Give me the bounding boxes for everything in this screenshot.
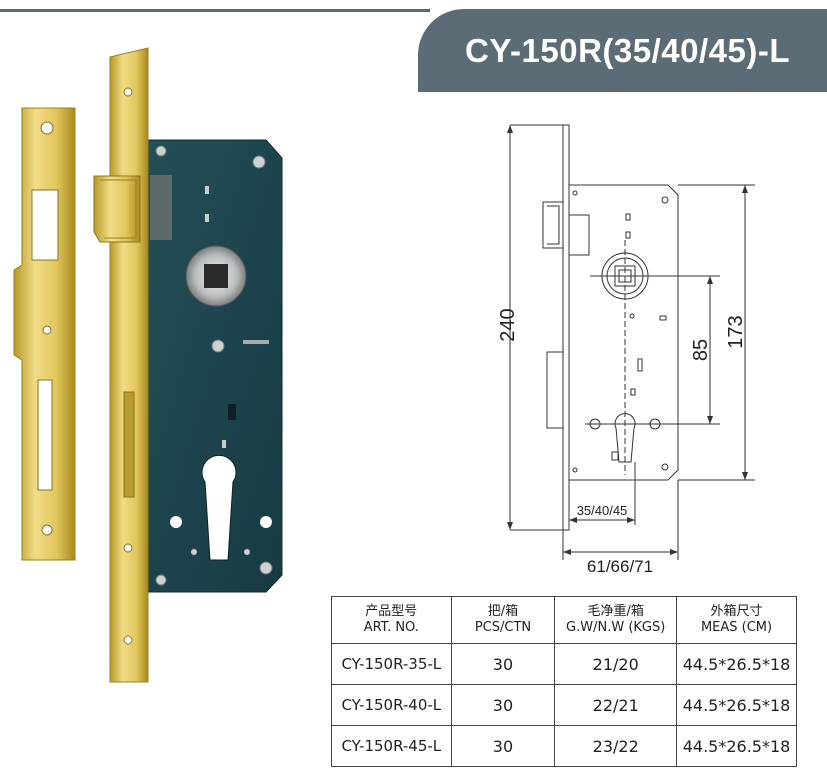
- table-row: CY-150R-45-L 30 23/22 44.5*26.5*18: [331, 725, 797, 767]
- cell-pcs: 30: [450, 643, 556, 685]
- table-row: CY-150R-35-L 30 21/20 44.5*26.5*18: [331, 643, 797, 685]
- cell-weight: 21/20: [554, 643, 678, 685]
- dim-backset-label: 35/40/45: [577, 503, 628, 518]
- cell-pcs: 30: [450, 725, 556, 767]
- title-banner: CY-150R(35/40/45)-L: [418, 9, 827, 92]
- dim-width-label: 61/66/71: [587, 557, 653, 576]
- cell-meas: 44.5*26.5*18: [676, 684, 797, 726]
- product-title: CY-150R(35/40/45)-L: [465, 31, 790, 69]
- lock-case: [147, 139, 283, 593]
- cell-art-no: CY-150R-40-L: [331, 684, 452, 726]
- cell-weight: 22/21: [554, 684, 678, 726]
- face-plate: [109, 47, 149, 683]
- lock-product-photo: [13, 47, 283, 683]
- dim-240-label: 240: [497, 308, 519, 341]
- dim-173-label: 173: [725, 315, 747, 348]
- table-row: CY-150R-40-L 30 22/21 44.5*26.5*18: [331, 684, 797, 726]
- cell-weight: 23/22: [554, 725, 678, 767]
- technical-drawing: 240 173 85 35/40/45 61/66/71: [497, 124, 755, 576]
- strike-plate: [13, 107, 76, 561]
- latch-bolt: [93, 175, 141, 243]
- header-rule: [0, 9, 430, 12]
- cell-meas: 44.5*26.5*18: [676, 643, 797, 685]
- cell-art-no: CY-150R-35-L: [331, 643, 452, 685]
- cell-meas: 44.5*26.5*18: [676, 725, 797, 767]
- cell-art-no: CY-150R-45-L: [331, 725, 452, 767]
- dim-85-label: 85: [690, 339, 712, 361]
- cell-pcs: 30: [450, 684, 556, 726]
